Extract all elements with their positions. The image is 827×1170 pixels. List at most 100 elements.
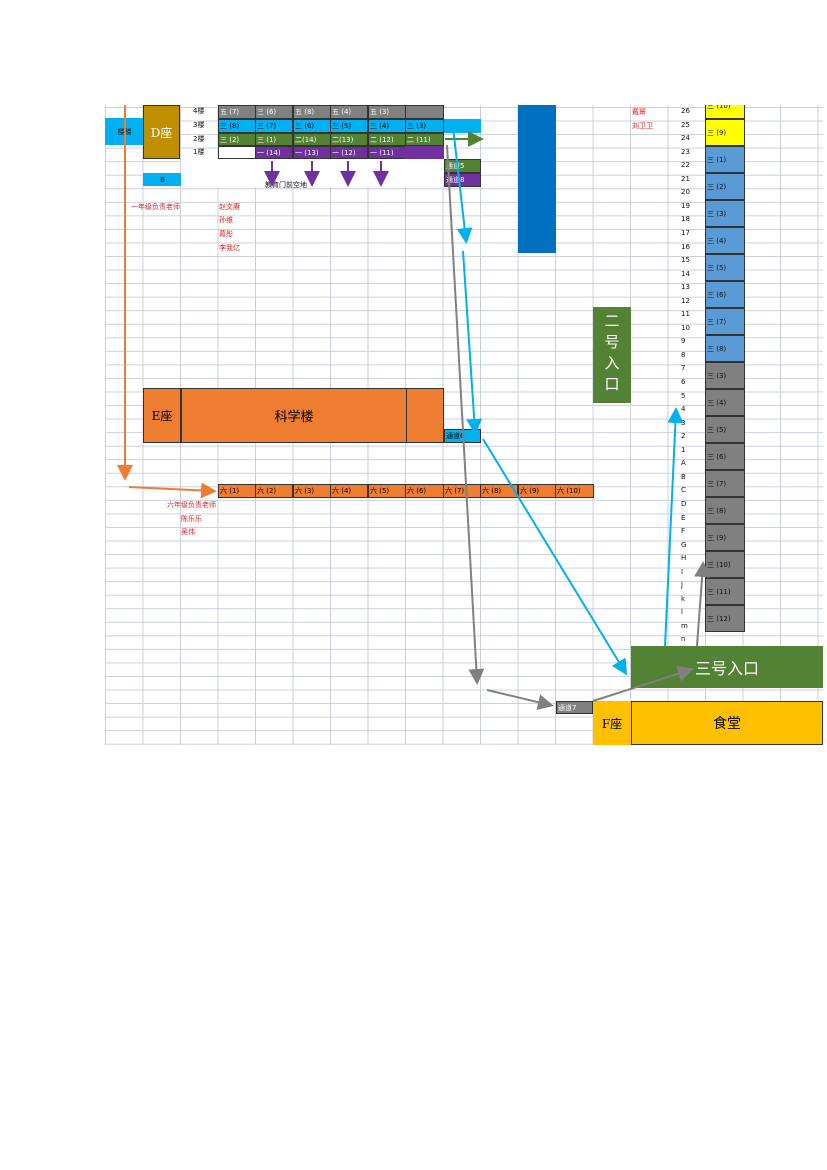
row-number: 10	[681, 323, 690, 332]
row-number: F	[681, 527, 686, 536]
floor-label-3: 3楼	[193, 121, 205, 129]
row-number: 5	[681, 391, 686, 400]
yard-label: 教育门前空地	[265, 181, 307, 189]
row-number: 20	[681, 188, 690, 197]
row-number: 2	[681, 432, 686, 441]
class-column-cell: 三 (5)	[705, 416, 745, 443]
class-column-cell: 三 (12)	[705, 605, 745, 632]
science-building: 科学楼	[181, 388, 407, 443]
grade1-teacher-1: 赵文赓	[219, 203, 240, 211]
spreadsheet-map: 楼梯 D座 4楼 3楼 2楼 1楼 五 (7) 三 (6) 五 (8) 五 (4…	[105, 105, 823, 745]
entrance3-block: 三号入口	[631, 646, 823, 688]
dark-blue-building	[518, 105, 556, 253]
row-number: B	[681, 472, 686, 481]
floor-label-2: 2楼	[193, 135, 205, 143]
row-number: 14	[681, 269, 690, 278]
class-column: 三 (10)三 (9)三 (1)三 (2)三 (3)三 (4)三 (5)三 (6…	[705, 105, 745, 635]
floor-label-4: 4楼	[193, 107, 205, 115]
blue-arrow-down-1	[452, 126, 473, 244]
class-column-cell: 三 (3)	[705, 200, 745, 227]
floor1-corridor	[405, 146, 444, 159]
grade6-title: 六年级负责老师	[167, 501, 216, 509]
class-column-cell: 三 (4)	[705, 227, 745, 254]
gray-arrow-to-passage7	[486, 689, 554, 711]
passage8-cell: 通道8	[444, 173, 481, 187]
grade1-teacher-4: 李我亿	[219, 244, 240, 252]
row-number: 7	[681, 364, 686, 373]
floor2-class-6: 二 (11)	[405, 133, 444, 146]
row-number: 12	[681, 296, 690, 305]
row-number: m	[681, 621, 688, 630]
gray-arrow-to-entrance3	[592, 666, 694, 702]
row-number: J	[681, 581, 684, 590]
row-number: 8	[681, 350, 686, 359]
gray-arrow-up	[694, 561, 711, 647]
class-column-cell: 三 (8)	[705, 335, 745, 362]
row-number: 11	[681, 310, 690, 319]
blue-arrow-down-2	[462, 250, 483, 435]
floor1-class-1: 一 (14)	[255, 146, 293, 159]
row-number: G	[681, 540, 687, 549]
row-number: D	[681, 499, 687, 508]
class-column-cell: 三 (7)	[705, 308, 745, 335]
grade6-teacher-1: 陈乐乐	[181, 515, 202, 523]
class-column-cell: 三 (5)	[705, 254, 745, 281]
row-number: 21	[681, 174, 690, 183]
row-number: 17	[681, 228, 690, 237]
grade6-class-9: 六 (9)	[518, 484, 556, 498]
row-number: 19	[681, 201, 690, 210]
row-number: E	[681, 513, 686, 522]
class-column-cell: 三 (10)	[705, 551, 745, 578]
row-number: n	[681, 635, 686, 644]
entrance2-char-2: 号	[604, 333, 620, 351]
row-number: 22	[681, 161, 690, 170]
entrance2-char-3: 入	[604, 354, 620, 372]
floor3-class-2: 三 (7)	[255, 119, 293, 133]
row-number: l	[681, 608, 683, 617]
row-number: 26	[681, 107, 690, 115]
passage7-cell: 通道7	[556, 701, 593, 714]
row-number: 16	[681, 242, 690, 251]
class-column-cell: 三 (8)	[705, 497, 745, 524]
class-column-cell: 三 (3)	[705, 362, 745, 389]
class-column-cell: 三 (10)	[705, 105, 745, 119]
passage5-cell: 通道5	[444, 159, 481, 173]
orange-arrow-right	[128, 482, 217, 499]
floor2-class-5: 二 (12)	[368, 133, 406, 146]
right-teacher-2: 刘卫卫	[632, 122, 653, 130]
row-number: k	[681, 594, 686, 603]
floor4-empty	[405, 105, 444, 119]
grade6-class-10: 六 (10)	[555, 484, 594, 498]
row-number: 1	[681, 445, 686, 454]
class-column-cell: 三 (6)	[705, 281, 745, 308]
row-number: 24	[681, 134, 690, 143]
route-arrows	[117, 105, 711, 711]
blue-arrow-to-entrance3	[482, 438, 628, 676]
grade1-teacher-3: 葛彤	[219, 230, 233, 238]
row-number: 25	[681, 120, 690, 129]
entrance2-block: 二 号 入 口	[593, 307, 631, 403]
floor3-class-4: 三 (5)	[330, 119, 368, 133]
grade6-class-8: 六 (8)	[480, 484, 518, 498]
blue-arrow-up	[664, 407, 684, 647]
floor2-class-2: 三 (1)	[255, 133, 293, 146]
floor4-class-4: 五 (4)	[330, 105, 368, 119]
class-column-cell: 三 (9)	[705, 119, 745, 146]
row-number: 9	[681, 337, 686, 346]
class-column-cell: 三 (9)	[705, 524, 745, 551]
class-column-cell: 三 (7)	[705, 470, 745, 497]
row-number: I	[681, 567, 684, 576]
floor2-class-4: 二(13)	[330, 133, 368, 146]
grade6-class-2: 六 (2)	[255, 484, 293, 498]
entrance2-char-1: 二	[604, 312, 620, 330]
entrance2-char-4: 口	[604, 375, 620, 393]
grade1-title: 一年级负责老师	[131, 203, 180, 211]
floor1-class-2: 一 (13)	[293, 146, 331, 159]
class-column-cell: 三 (6)	[705, 443, 745, 470]
class-column-cell: 三 (4)	[705, 389, 745, 416]
floor1-class-3: 一 (12)	[330, 146, 368, 159]
floor3-class-6: 三 (3)	[405, 119, 444, 133]
row-number: 18	[681, 215, 690, 224]
row-number: H	[681, 554, 687, 563]
